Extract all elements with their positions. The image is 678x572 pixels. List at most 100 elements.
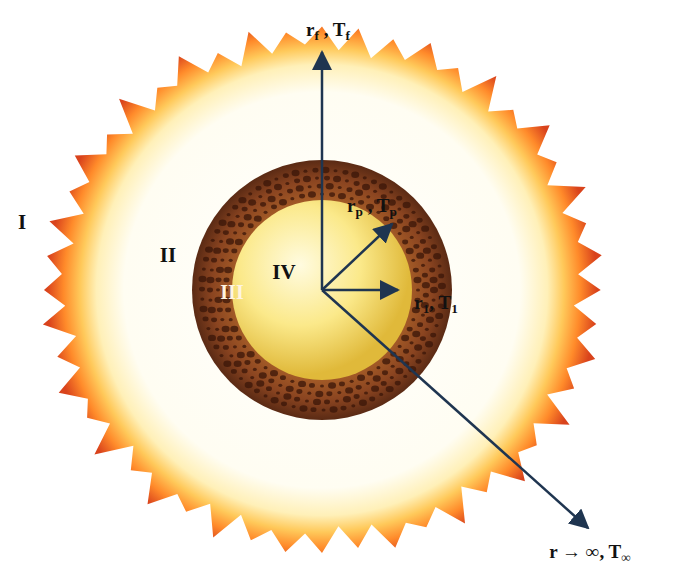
pore <box>351 171 359 177</box>
pore <box>413 268 419 273</box>
pore <box>430 333 436 338</box>
pore <box>225 308 231 313</box>
pore <box>211 317 217 322</box>
pore <box>354 181 360 186</box>
pore <box>382 370 388 375</box>
pore <box>354 394 360 399</box>
pore <box>264 211 268 214</box>
pore <box>205 246 213 252</box>
pore <box>326 391 332 396</box>
pore <box>414 344 422 350</box>
pore <box>402 226 410 232</box>
pore <box>398 345 402 348</box>
pore <box>411 211 415 214</box>
pore <box>366 382 370 385</box>
region-label: II <box>160 243 176 268</box>
pore <box>428 236 432 239</box>
pore <box>373 190 377 193</box>
pore <box>406 248 414 254</box>
region-label: III <box>220 281 243 304</box>
pore <box>433 253 441 259</box>
pore <box>214 229 220 234</box>
pore <box>270 370 278 376</box>
pore <box>322 408 326 411</box>
pore <box>334 169 338 172</box>
pore <box>363 176 367 179</box>
pore <box>373 375 381 381</box>
pore <box>410 236 414 239</box>
pore <box>315 177 319 180</box>
pore <box>250 376 254 379</box>
pore <box>264 394 268 397</box>
pore <box>402 240 408 245</box>
pore <box>213 345 219 350</box>
pore <box>411 259 415 262</box>
pore <box>296 185 304 191</box>
pore <box>410 341 414 344</box>
pore <box>233 231 237 234</box>
pore <box>422 282 430 288</box>
pore <box>409 221 417 227</box>
pore <box>279 193 283 196</box>
pore <box>398 232 402 235</box>
pore <box>421 264 425 267</box>
pore <box>416 288 420 291</box>
pore <box>217 335 225 341</box>
pore <box>389 190 393 193</box>
pore <box>287 189 293 194</box>
pore <box>298 381 306 387</box>
pore <box>244 360 250 365</box>
pore <box>256 186 262 191</box>
pore <box>248 199 256 205</box>
pore <box>422 273 428 278</box>
radius-label: r → ∞, T∞ <box>549 541 630 563</box>
region-label: I <box>18 210 26 235</box>
pore <box>264 366 268 369</box>
pore <box>350 380 354 383</box>
pore <box>242 232 246 235</box>
pore <box>423 293 429 298</box>
pore <box>390 376 394 379</box>
pore <box>200 297 204 300</box>
pore <box>303 170 307 173</box>
pore <box>274 184 282 190</box>
pore <box>379 183 387 189</box>
pore <box>296 389 302 394</box>
pore <box>339 382 345 387</box>
pore <box>290 197 294 200</box>
pore <box>233 345 237 348</box>
pore <box>438 264 442 267</box>
infinity-radius-arrow <box>322 290 588 528</box>
pore <box>227 336 233 341</box>
pore <box>234 360 242 366</box>
pore <box>268 196 276 202</box>
pore <box>223 248 229 253</box>
pore <box>280 375 286 380</box>
pore <box>220 258 224 261</box>
pore <box>438 283 446 289</box>
radius-arrows <box>322 52 588 528</box>
pore <box>431 244 437 249</box>
pore <box>315 391 323 397</box>
pore <box>417 322 423 327</box>
pore <box>216 267 224 273</box>
pore <box>248 223 254 228</box>
pore <box>413 277 421 283</box>
pore <box>397 207 401 210</box>
radius-label: r1, T1 <box>414 292 458 314</box>
pore <box>308 185 312 188</box>
pore <box>223 230 229 235</box>
pore <box>219 240 223 243</box>
pore <box>345 179 349 182</box>
pore <box>403 349 409 354</box>
pore <box>226 238 234 244</box>
pore <box>355 190 363 196</box>
pore <box>210 268 214 271</box>
pore <box>219 220 227 226</box>
pore <box>324 176 330 181</box>
pore <box>416 359 422 364</box>
radius-label: rp , Tp <box>347 195 397 217</box>
pore <box>207 288 213 293</box>
pore <box>429 268 435 273</box>
pore <box>305 399 309 402</box>
